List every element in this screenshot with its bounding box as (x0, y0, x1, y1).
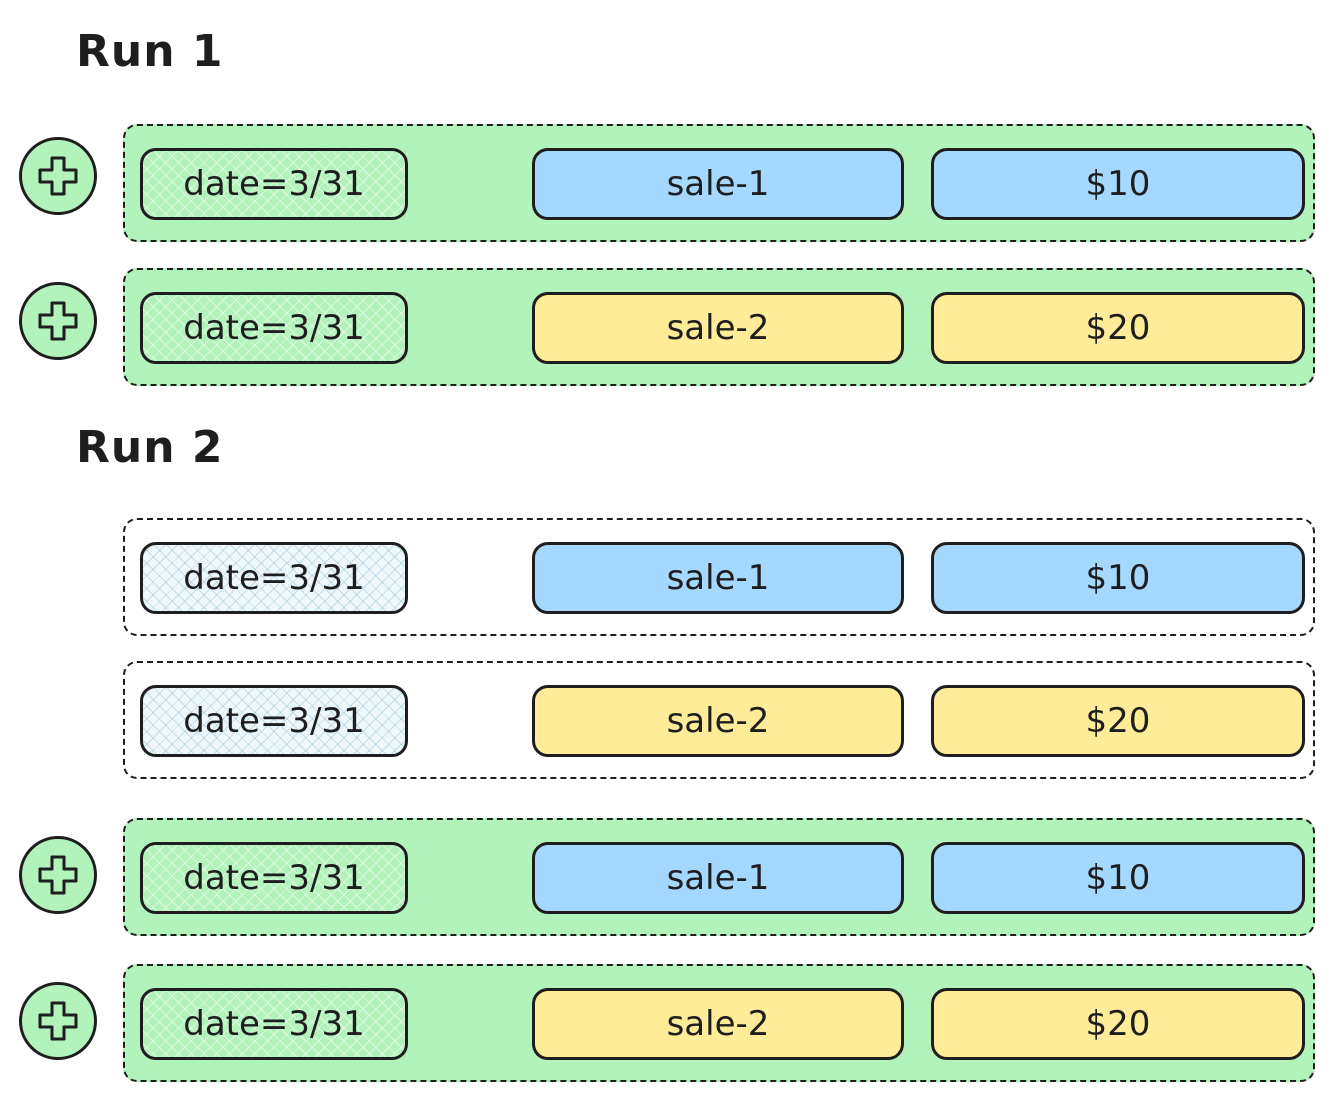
amount-cell: $10 (931, 542, 1305, 614)
partition-cell: date=3/31 (140, 148, 408, 220)
amount-cell: $20 (931, 292, 1305, 364)
partition-cell: date=3/31 (140, 292, 408, 364)
amount-cell: $10 (931, 148, 1305, 220)
run-2-row-3: date=3/31 sale-1 $10 (123, 818, 1315, 936)
run-2-title: Run 2 (76, 422, 224, 473)
amount-cell: $20 (931, 988, 1305, 1060)
plus-icon (19, 836, 97, 914)
run-2-row-1: date=3/31 sale-1 $10 (123, 518, 1315, 636)
partition-cell: date=3/31 (140, 842, 408, 914)
sale-cell: sale-1 (532, 542, 904, 614)
sale-cell: sale-2 (532, 685, 904, 757)
run-2-row-2: date=3/31 sale-2 $20 (123, 661, 1315, 779)
plus-icon (19, 982, 97, 1060)
partition-cell: date=3/31 (140, 988, 408, 1060)
partition-cell: date=3/31 (140, 685, 408, 757)
amount-cell: $20 (931, 685, 1305, 757)
sale-cell: sale-2 (532, 988, 904, 1060)
run-1-row-2: date=3/31 sale-2 $20 (123, 268, 1315, 386)
run-1-row-1: date=3/31 sale-1 $10 (123, 124, 1315, 242)
plus-icon (19, 282, 97, 360)
sale-cell: sale-2 (532, 292, 904, 364)
sale-cell: sale-1 (532, 148, 904, 220)
plus-icon (19, 137, 97, 215)
run-1-title: Run 1 (76, 26, 224, 77)
amount-cell: $10 (931, 842, 1305, 914)
partition-cell: date=3/31 (140, 542, 408, 614)
sale-cell: sale-1 (532, 842, 904, 914)
run-2-row-4: date=3/31 sale-2 $20 (123, 964, 1315, 1082)
